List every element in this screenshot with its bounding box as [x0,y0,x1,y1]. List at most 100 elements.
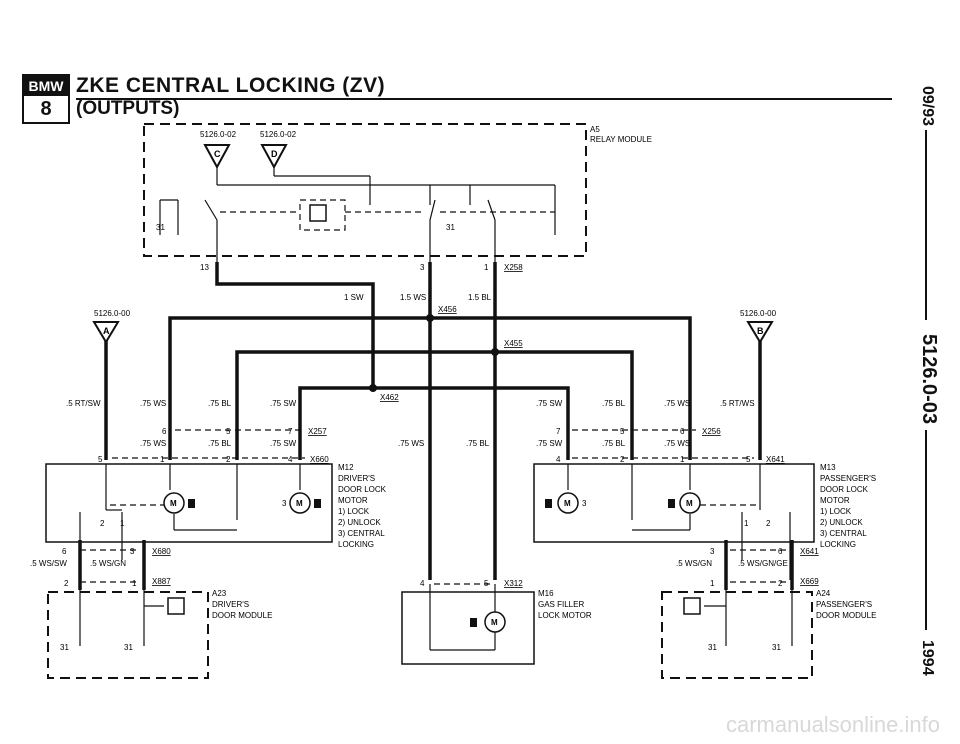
m13-line-5: 3) CENTRAL [820,529,867,538]
m12-motor-3-label: M [296,499,303,508]
right-pin-2: 2 [620,455,625,464]
rl-pin-3: 3 [710,547,715,556]
connector-c-label: C [214,149,221,159]
right-wire-ws-2: .75 WS [664,439,690,448]
m12-motor-3-icon [289,492,311,514]
left-pin-4: 4 [288,455,293,464]
connector-a-label: A [103,326,110,336]
ll-pin-2: 2 [64,579,69,588]
m13-line-2: MOTOR [820,496,850,505]
connector-x256: X256 [702,427,721,436]
relay-module-icon [309,204,327,222]
m16-id: M16 [538,589,554,598]
m13-node-3: 3 [582,499,587,508]
m12-line-3: 1) LOCK [338,507,370,516]
right-pin-4: 4 [556,455,561,464]
connector-x660: X660 [310,455,329,464]
left-pin-1: 1 [160,455,165,464]
a23-ground-1: 31 [60,643,69,652]
m12-node-1: 1 [120,519,125,528]
wire-1sw: 1 SW [344,293,364,302]
m12-line-1: DOOR LOCK [338,485,387,494]
a23-ground-2: 31 [124,643,133,652]
connector-x887: X887 [152,577,171,586]
right-wire-ws: .75 WS [664,399,690,408]
ll-wire-wssw: .5 WS/SW [30,559,67,568]
m13-line-3: 1) LOCK [820,507,852,516]
connector-c-triangle [203,144,231,170]
a24-id: A24 [816,589,831,598]
center-pin-5: 5 [484,579,489,588]
page-subtitle: (OUTPUTS) [76,98,180,119]
center-wire-ws: .75 WS [398,439,424,448]
m16-line2: LOCK MOTOR [538,611,592,620]
m16-line1: GAS FILLER [538,600,584,609]
connector-b-label: B [757,326,764,336]
a23-line2: DOOR MODULE [212,611,272,620]
connector-x641b: X641 [800,547,819,556]
right-wire-rtws: .5 RT/WS [720,399,755,408]
a24-ground-1: 31 [708,643,717,652]
a24-module [661,591,813,679]
m13-component [533,463,815,543]
m13-motor-icon [679,492,701,514]
left-wire-ws: .75 WS [140,399,166,408]
connector-x257: X257 [308,427,327,436]
connector-x641: X641 [766,455,785,464]
a5-pin-3: 3 [420,263,425,272]
a23-id: A23 [212,589,227,598]
connector-x680: X680 [152,547,171,556]
a5-pin-13: 13 [200,263,209,272]
a5-id: A5 [590,125,600,134]
a23-module [47,591,209,679]
ref-left: 5126.0-00 [94,309,131,318]
connector-x456: X456 [438,305,457,314]
m12-component [45,463,333,543]
watermark: carmanualsonline.info [725,712,940,737]
a24-module-icon [683,597,701,615]
rl-pin-2: 2 [778,579,783,588]
left-pin-5: 5 [226,427,231,436]
a24-line2: DOOR MODULE [816,611,876,620]
right-wire-bl: .75 BL [602,399,626,408]
connector-x455: X455 [504,339,523,348]
right-pin-1: 1 [680,455,685,464]
ll-pin-3: 3 [130,547,135,556]
a5-pin-1: 1 [484,263,489,272]
m12-motor-icon [163,492,185,514]
center-wire-bl: .75 BL [466,439,490,448]
ref-right: 5126.0-00 [740,309,777,318]
logo-brand: BMW [24,76,68,96]
ll-pin-1: 1 [132,579,137,588]
m12-node-2: 2 [100,519,105,528]
a23-module-icon [167,597,185,615]
connector-x462: X462 [380,393,399,402]
m12-id: M12 [338,463,354,472]
right-wire-sw-2: .75 SW [536,439,563,448]
left-wire-sw-2: .75 SW [270,439,297,448]
left-wire-bl-2: .75 BL [208,439,232,448]
right-pin-6: 6 [680,427,685,436]
rl-pin-6: 6 [778,547,783,556]
m13-node-1: 1 [744,519,749,528]
a5-ground-right: 31 [446,223,455,232]
left-wire-ws-2: .75 WS [140,439,166,448]
m13-line-6: LOCKING [820,540,856,549]
rl-pin-1: 1 [710,579,715,588]
logo-series: 8 [24,97,68,121]
left-pin-5b: 5 [98,455,103,464]
m13-line-0: PASSENGER'S [820,474,876,483]
m12-line-0: DRIVER'S [338,474,375,483]
m16-motor-label: M [491,618,498,627]
m12-line-2: MOTOR [338,496,368,505]
left-wire-bl: .75 BL [208,399,232,408]
bmw-logo: BMW 8 [22,74,70,124]
center-pin-4: 4 [420,579,425,588]
rl-wire-wsgn: .5 WS/GN [676,559,712,568]
ll-pin-6: 6 [62,547,67,556]
rl-wire-wsgnge: .5 WS/GN/GE [738,559,788,568]
m13-id: M13 [820,463,836,472]
wire-1-5bl: 1.5 BL [468,293,492,302]
left-wire-rtsw: .5 RT/SW [66,399,101,408]
